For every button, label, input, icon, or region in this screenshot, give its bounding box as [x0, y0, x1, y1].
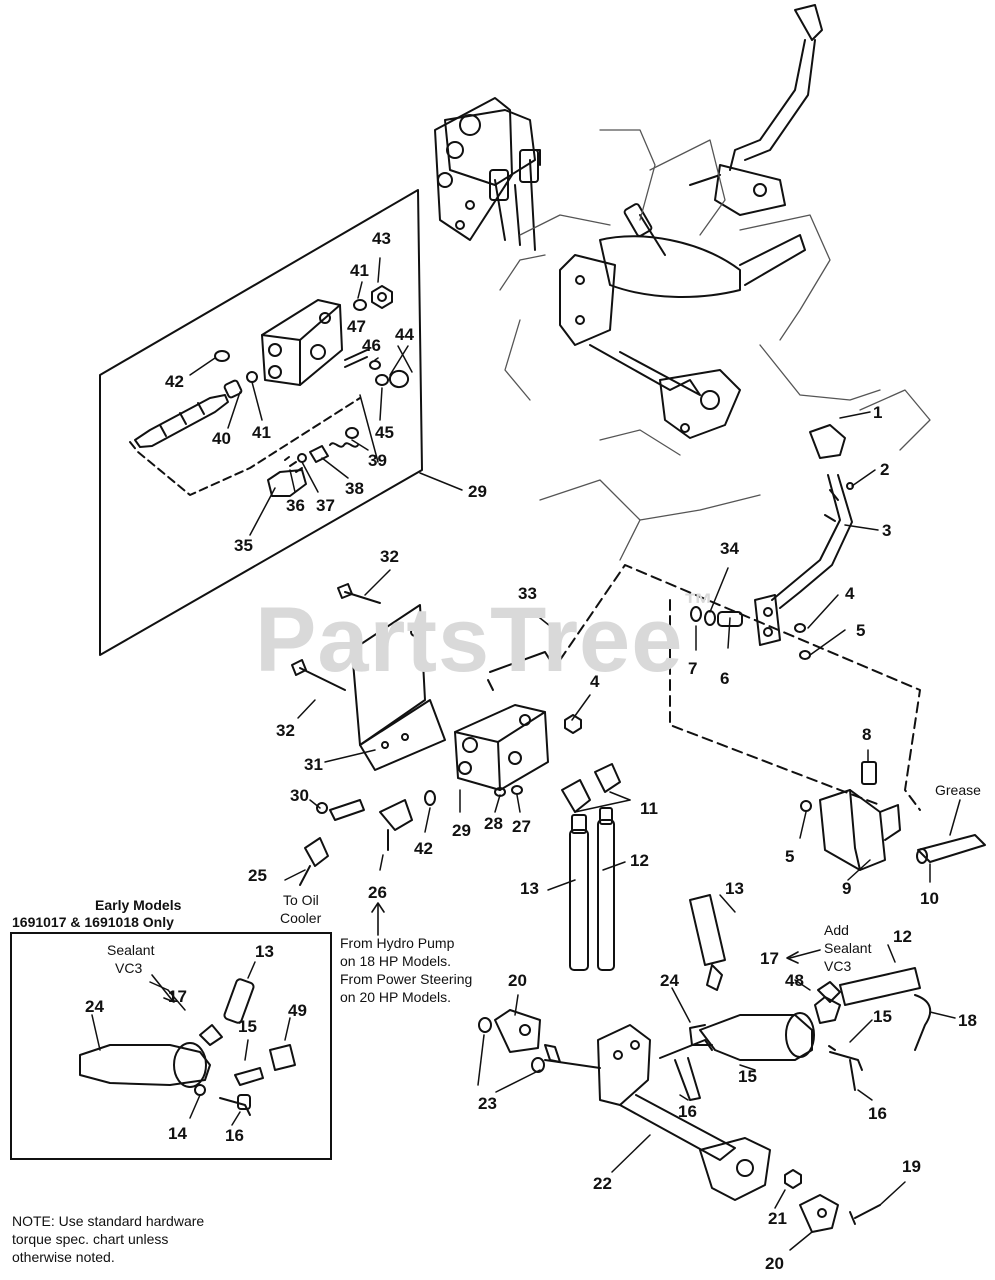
footnote-line1: NOTE: Use standard hardware: [12, 1213, 205, 1229]
callout-42: 42: [414, 839, 433, 858]
callout-17: 17: [168, 987, 187, 1006]
callout-13: 13: [520, 879, 539, 898]
callout-2: 2: [880, 460, 890, 479]
callout-11: 11: [640, 799, 658, 818]
callout-14: 14: [168, 1124, 187, 1143]
callout-32: 32: [380, 547, 399, 566]
inset-early-models-illustration: [79, 978, 296, 1116]
callout-8: 8: [862, 725, 872, 744]
callout-7: 7: [688, 659, 698, 678]
inset-early-models-box: [10, 932, 332, 1160]
callout-19: 19: [902, 1157, 921, 1176]
callout-15: 15: [873, 1007, 892, 1026]
oil-cooler-note-line2: Cooler: [280, 910, 322, 926]
callout-44: 44: [395, 325, 414, 344]
callout-18: 18: [958, 1011, 977, 1030]
control-valve-assembly: [291, 583, 621, 971]
callout-4: 4: [845, 584, 855, 603]
callout-17: 17: [760, 949, 779, 968]
valve-detail-panel: [99, 189, 423, 656]
callout-42: 42: [165, 372, 184, 391]
add-sealant-note-line2: Sealant: [824, 940, 872, 956]
callout-16: 16: [678, 1102, 697, 1121]
callout-39: 39: [368, 451, 387, 470]
footnote-line3: otherwise noted.: [12, 1249, 115, 1265]
callout-16: 16: [225, 1126, 244, 1145]
callout-10: 10: [920, 889, 939, 908]
callout-38: 38: [345, 479, 364, 498]
callout-34: 34: [720, 539, 739, 558]
callout-32: 32: [276, 721, 295, 740]
tractor-frame-outline: [499, 129, 931, 561]
callout-5: 5: [856, 621, 866, 640]
callout-21: 21: [768, 1209, 787, 1228]
callout-22: 22: [593, 1174, 612, 1193]
callout-12: 12: [630, 851, 649, 870]
callout-30: 30: [290, 786, 309, 805]
callout-24: 24: [660, 971, 679, 990]
callout-4: 4: [590, 672, 600, 691]
note-arrows: [151, 902, 821, 1003]
lift-cylinder-rockshaft: [478, 894, 932, 1233]
callout-12: 12: [893, 927, 912, 946]
callout-43: 43: [372, 229, 391, 248]
callout-15: 15: [738, 1067, 757, 1086]
callout-16: 16: [868, 1104, 887, 1123]
hydro-note-line4: on 20 HP Models.: [340, 989, 452, 1005]
callout-6: 6: [720, 669, 730, 688]
callout-26: 26: [368, 883, 387, 902]
callout-23: 23: [478, 1094, 497, 1113]
inset-sealant-note-line1: Sealant: [107, 942, 155, 958]
hydro-note-line3: From Power Steering: [340, 971, 473, 987]
callout-3: 3: [882, 521, 892, 540]
callout-48: 48: [785, 971, 804, 990]
add-sealant-note-line1: Add: [824, 922, 849, 938]
callout-27: 27: [512, 817, 531, 836]
callout-46: 46: [362, 336, 381, 355]
callout-37: 37: [316, 496, 335, 515]
callout-1: 1: [873, 403, 883, 422]
callout-28: 28: [484, 814, 503, 833]
hydro-note-line2: on 18 HP Models.: [340, 953, 452, 969]
footnote-line2: torque spec. chart unless: [12, 1231, 169, 1247]
callout-20: 20: [508, 971, 527, 990]
partstree-watermark: PartsTree™: [255, 588, 715, 691]
lift-lever-upper-illustration: [689, 4, 823, 216]
callout-45: 45: [375, 423, 394, 442]
callout-leaders: [91, 257, 961, 1251]
callout-20: 20: [765, 1254, 784, 1273]
callout-40: 40: [212, 429, 231, 448]
callout-25: 25: [248, 866, 267, 885]
inset-sealant-note-line2: VC3: [115, 960, 143, 976]
callout-9: 9: [842, 879, 852, 898]
callout-49: 49: [288, 1001, 307, 1020]
callout-41: 41: [350, 261, 369, 280]
callout-41: 41: [252, 423, 271, 442]
callout-13: 13: [725, 879, 744, 898]
lift-cylinder-upper-illustration: [559, 203, 806, 439]
add-sealant-note-line3: VC3: [824, 958, 852, 974]
callout-15: 15: [238, 1017, 257, 1036]
callout-29: 29: [468, 482, 487, 501]
grease-note: Grease: [935, 782, 981, 798]
callout-35: 35: [234, 536, 253, 555]
oil-cooler-note-line1: To Oil: [283, 892, 319, 908]
callout-36: 36: [286, 496, 305, 515]
callout-24: 24: [85, 997, 104, 1016]
inset-title-line2: 1691017 & 1691018 Only: [12, 914, 174, 930]
lift-lever-assembly: [559, 424, 986, 871]
callout-47: 47: [347, 317, 366, 336]
callout-5: 5: [785, 847, 795, 866]
callout-29: 29: [452, 821, 471, 840]
mounted-valve-illustration: [434, 97, 541, 251]
callout-31: 31: [304, 755, 323, 774]
callout-33: 33: [518, 584, 537, 603]
inset-title-line1: Early Models: [95, 897, 182, 913]
hydro-note-line1: From Hydro Pump: [340, 935, 455, 951]
callout-13: 13: [255, 942, 274, 961]
